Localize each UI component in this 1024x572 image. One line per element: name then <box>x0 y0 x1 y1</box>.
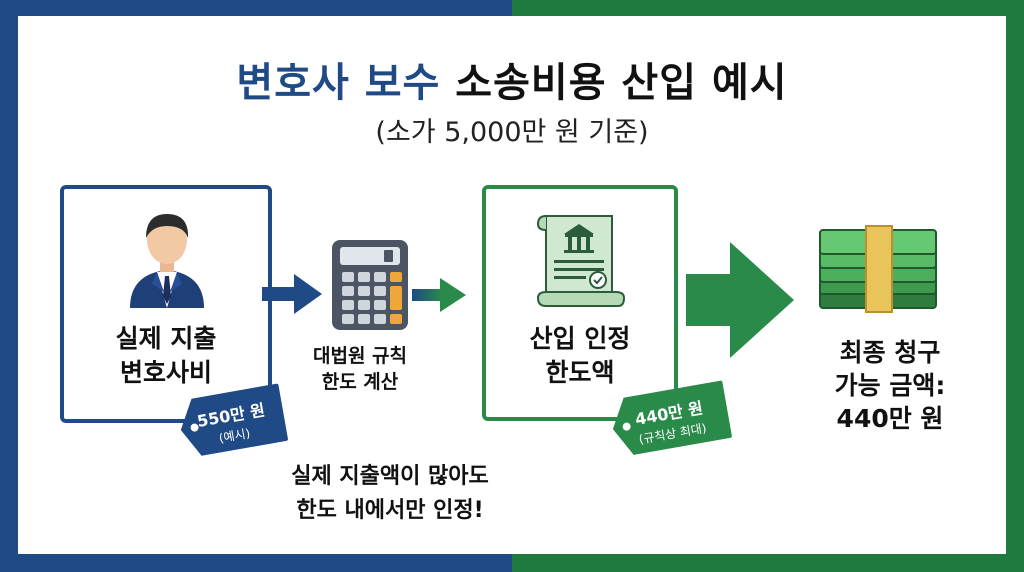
money-stack-icon <box>819 225 937 313</box>
page-subtitle: (소가 5,000만 원 기준) <box>375 117 649 148</box>
price-tag-shape-green <box>612 380 732 455</box>
calc-label: 대법원 규칙 한도 계산 <box>280 343 440 395</box>
title-rest: 소송비용 산입 예시 <box>455 60 788 106</box>
big-arrow-right-icon <box>686 242 794 358</box>
expense-label-line2: 변호사비 <box>119 358 212 387</box>
arrow-right-icon-2 <box>412 278 466 312</box>
expense-label: 실제 지출 변호사비 <box>60 322 272 390</box>
calc-label-line2: 한도 계산 <box>321 371 399 393</box>
expense-label-line1: 실제 지출 <box>115 324 217 353</box>
limit-label-line2: 한도액 <box>545 358 615 387</box>
note-text: 실제 지출액이 많아도 한도 내에서만 인정! <box>220 460 560 528</box>
price-tag-shape <box>180 383 288 456</box>
final-label: 최종 청구 가능 금액: 440만 원 <box>790 336 990 435</box>
title-highlight: 변호사 보수 <box>236 60 441 106</box>
expense-price-tag: 550만 원 (예시) <box>173 381 290 461</box>
page-title: 변호사 보수 소송비용 산입 예시 <box>0 50 1024 108</box>
lawyer-icon <box>130 214 204 308</box>
note-line2: 한도 내에서만 인정! <box>296 498 484 523</box>
limit-label: 산입 인정 한도액 <box>482 322 678 390</box>
note-line1: 실제 지출액이 많아도 <box>291 464 489 489</box>
arrow-right-icon <box>262 274 322 314</box>
limit-label-line1: 산입 인정 <box>529 324 631 353</box>
court-document-icon <box>536 215 626 307</box>
calc-label-line1: 대법원 규칙 <box>312 345 407 367</box>
final-label-line1: 최종 청구 <box>839 338 941 367</box>
limit-price-tag: 440만 원 (규칙상 최대) <box>606 378 735 460</box>
final-label-amount: 440만 원 <box>836 404 944 433</box>
final-label-line2: 가능 금액: <box>834 371 946 400</box>
calculator-icon <box>332 240 408 330</box>
